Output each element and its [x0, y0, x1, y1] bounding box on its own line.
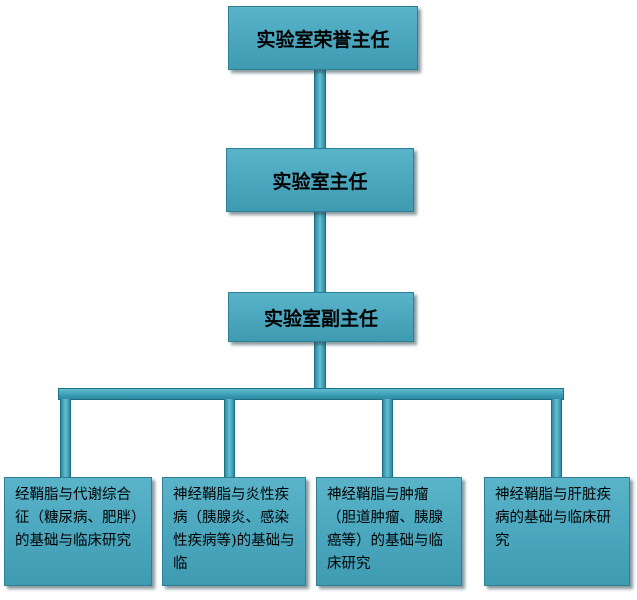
honorary-director-label: 实验室荣誉主任	[256, 28, 390, 51]
deputy-director-box: 实验室副主任	[228, 292, 414, 342]
department-box-2: 神经鞘脂与炎性疾病（胰腺炎、感染性疾病等)的基础与临	[162, 477, 306, 586]
department-label-3: 神经鞘脂与肿瘤（胆道肿瘤、胰腺癌等）的基础与临床研究	[327, 487, 443, 572]
connector-level1-level2	[314, 70, 326, 148]
connector-bar-department-1	[60, 399, 71, 477]
honorary-director-box: 实验室荣誉主任	[228, 6, 418, 70]
department-label-4: 神经鞘脂与肝脏疾病的基础与临床研究	[495, 487, 611, 549]
connector-horizontal-bar	[58, 388, 564, 400]
department-label-2: 神经鞘脂与炎性疾病（胰腺炎、感染性疾病等)的基础与临	[173, 487, 295, 572]
director-label: 实验室主任	[272, 170, 368, 193]
department-box-1: 经鞘脂与代谢综合征（糖尿病、肥胖）的基础与临床研究	[4, 477, 152, 586]
department-box-3: 神经鞘脂与肿瘤（胆道肿瘤、胰腺癌等）的基础与临床研究	[316, 477, 462, 586]
department-label-1: 经鞘脂与代谢综合征（糖尿病、肥胖）的基础与临床研究	[15, 487, 139, 549]
connector-level2-level3	[314, 212, 326, 292]
director-box: 实验室主任	[226, 148, 414, 212]
connector-bar-department-4	[551, 399, 562, 477]
connector-bar-department-2	[224, 399, 235, 477]
connector-bar-department-3	[382, 399, 393, 477]
connector-level3-bar	[314, 342, 326, 390]
department-box-4: 神经鞘脂与肝脏疾病的基础与临床研究	[484, 477, 630, 586]
deputy-director-label: 实验室副主任	[263, 307, 378, 330]
